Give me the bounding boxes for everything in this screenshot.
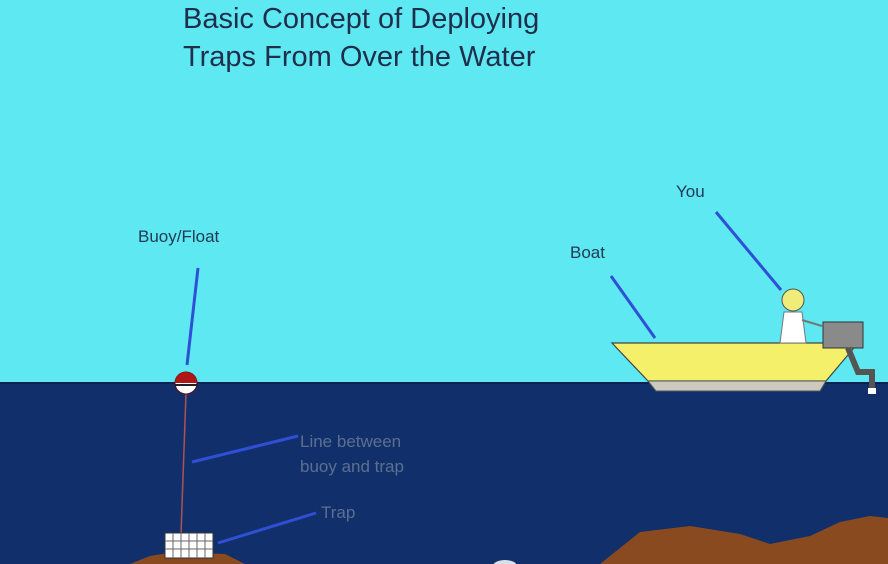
line-label-2: buoy and trap xyxy=(300,457,404,476)
seabed-rock xyxy=(600,516,888,564)
boat-pointer xyxy=(609,275,657,339)
title-line-2: Traps From Over the Water xyxy=(183,41,536,73)
title-line-1: Basic Concept of Deploying xyxy=(183,3,540,35)
boat-icon xyxy=(610,342,860,392)
diagram-title: Basic Concept of Deploying Traps From Ov… xyxy=(183,0,653,76)
you-pointer xyxy=(714,211,783,291)
line-label-1: Line between xyxy=(300,432,402,451)
trap-icon xyxy=(164,532,214,559)
sky xyxy=(0,0,888,384)
boat-label: Boat xyxy=(570,243,605,262)
line-pointer xyxy=(191,434,299,464)
motor-icon xyxy=(822,321,876,394)
trap-pointer xyxy=(217,511,317,545)
water xyxy=(0,383,888,564)
trap-line xyxy=(180,392,187,535)
you-label: You xyxy=(676,182,705,201)
person-icon xyxy=(779,288,823,344)
buoy-label: Buoy/Float xyxy=(138,227,220,246)
buoy-icon xyxy=(174,371,198,395)
trap-label: Trap xyxy=(321,503,356,522)
buoy-pointer xyxy=(185,267,200,366)
seabed-stone xyxy=(493,560,517,564)
